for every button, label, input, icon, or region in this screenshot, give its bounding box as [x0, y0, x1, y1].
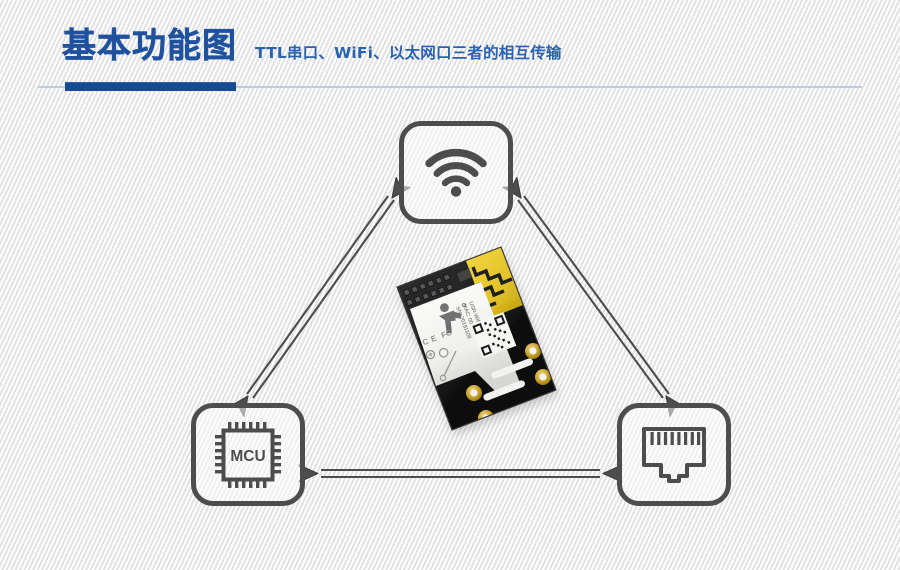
page-subtitle: TTL串口、WiFi、以太网口三者的相互传输	[255, 44, 562, 62]
page-header: 基本功能图 TTL串口、WiFi、以太网口三者的相互传输	[0, 0, 900, 96]
svg-text:C: C	[421, 337, 430, 348]
header-accent-bar	[65, 82, 236, 91]
mcu-label: MCU	[230, 448, 265, 465]
mounting-pads	[466, 343, 551, 426]
module-label: C E FC USR-WIFI232-A2 MAC: 00:00:00:00 S…	[410, 282, 520, 392]
qr-code	[469, 312, 517, 359]
node-wifi[interactable]	[399, 121, 513, 224]
mcu-chip-icon: MCU	[215, 421, 281, 488]
wifi-serial-module: C E FC USR-WIFI232-A2 MAC: 00:00:00:00 S…	[396, 246, 557, 431]
silkscreen-slots	[483, 358, 533, 401]
wifi-icon	[425, 148, 487, 197]
page-title: 基本功能图	[62, 26, 237, 67]
rj45-port-icon	[642, 426, 706, 483]
header-divider-line	[38, 86, 862, 88]
svg-text:FC: FC	[440, 328, 453, 340]
node-mcu[interactable]: MCU	[191, 403, 305, 506]
svg-text:E: E	[430, 333, 439, 344]
node-ethernet[interactable]	[617, 403, 731, 506]
pin-header	[402, 273, 454, 307]
